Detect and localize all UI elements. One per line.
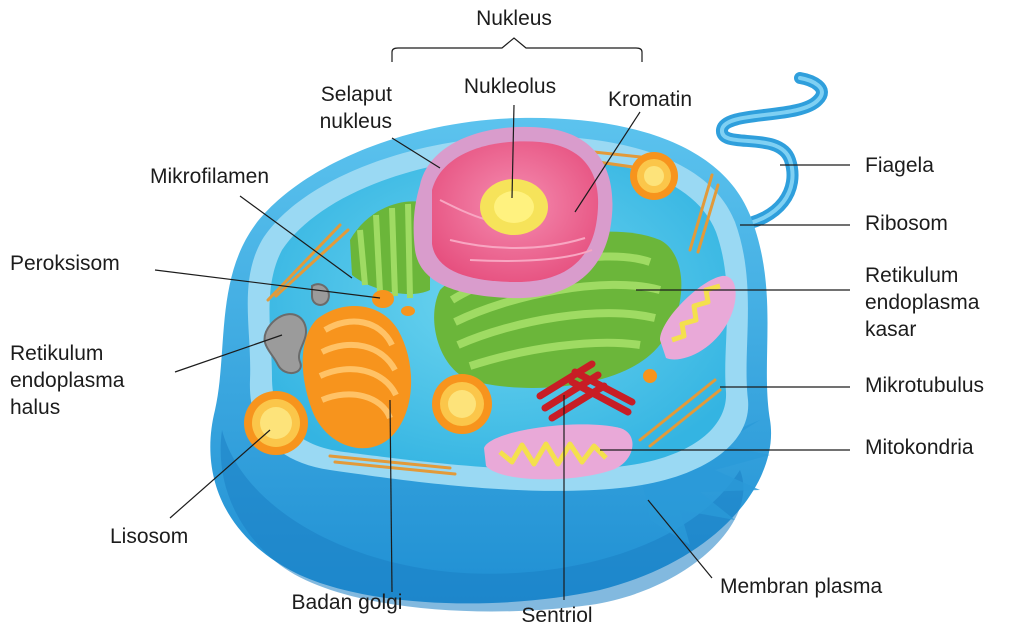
- label-badan-golgi: Badan golgi: [292, 591, 403, 614]
- label-lisosom: Lisosom: [110, 525, 188, 548]
- smooth-er: [263, 283, 330, 374]
- label-re-kasar-line1: Retikulum: [865, 264, 958, 287]
- golgi-apparatus: [302, 290, 415, 449]
- label-re-halus-line3: halus: [10, 396, 60, 419]
- label-nucleolus: Nukleolus: [464, 75, 556, 98]
- label-kromatin: Kromatin: [608, 88, 692, 111]
- label-flagela: Fiagela: [865, 154, 934, 177]
- peroxisome: [372, 290, 394, 308]
- label-re-kasar-line3: kasar: [865, 318, 916, 341]
- centriole: [536, 360, 657, 422]
- lysosomes: [244, 152, 678, 455]
- mitochondria: [484, 275, 736, 480]
- label-membran-plasma: Membran plasma: [720, 575, 883, 598]
- leader-lines: [154, 37, 850, 600]
- label-re-kasar-line2: endoplasma: [865, 291, 980, 314]
- nucleus-bracket: [391, 37, 643, 62]
- label-selaput-line1: Selaput: [321, 83, 392, 106]
- label-ribosom: Ribosom: [865, 212, 948, 235]
- label-peroksisom: Peroksisom: [10, 252, 120, 275]
- label-mikrofilamen: Mikrofilamen: [150, 165, 269, 188]
- label-sentriol: Sentriol: [521, 604, 592, 627]
- label-mikrotubulus: Mikrotubulus: [865, 374, 984, 397]
- label-re-halus-line2: endoplasma: [10, 369, 125, 392]
- labels: Nukleus Nukleolus Kromatin Selaput nukle…: [10, 7, 984, 627]
- nucleus: [413, 126, 613, 299]
- label-nucleus: Nukleus: [476, 7, 552, 30]
- label-re-halus-line1: Retikulum: [10, 342, 103, 365]
- label-mitokondria: Mitokondria: [865, 436, 974, 459]
- label-selaput-line2: nukleus: [320, 110, 392, 133]
